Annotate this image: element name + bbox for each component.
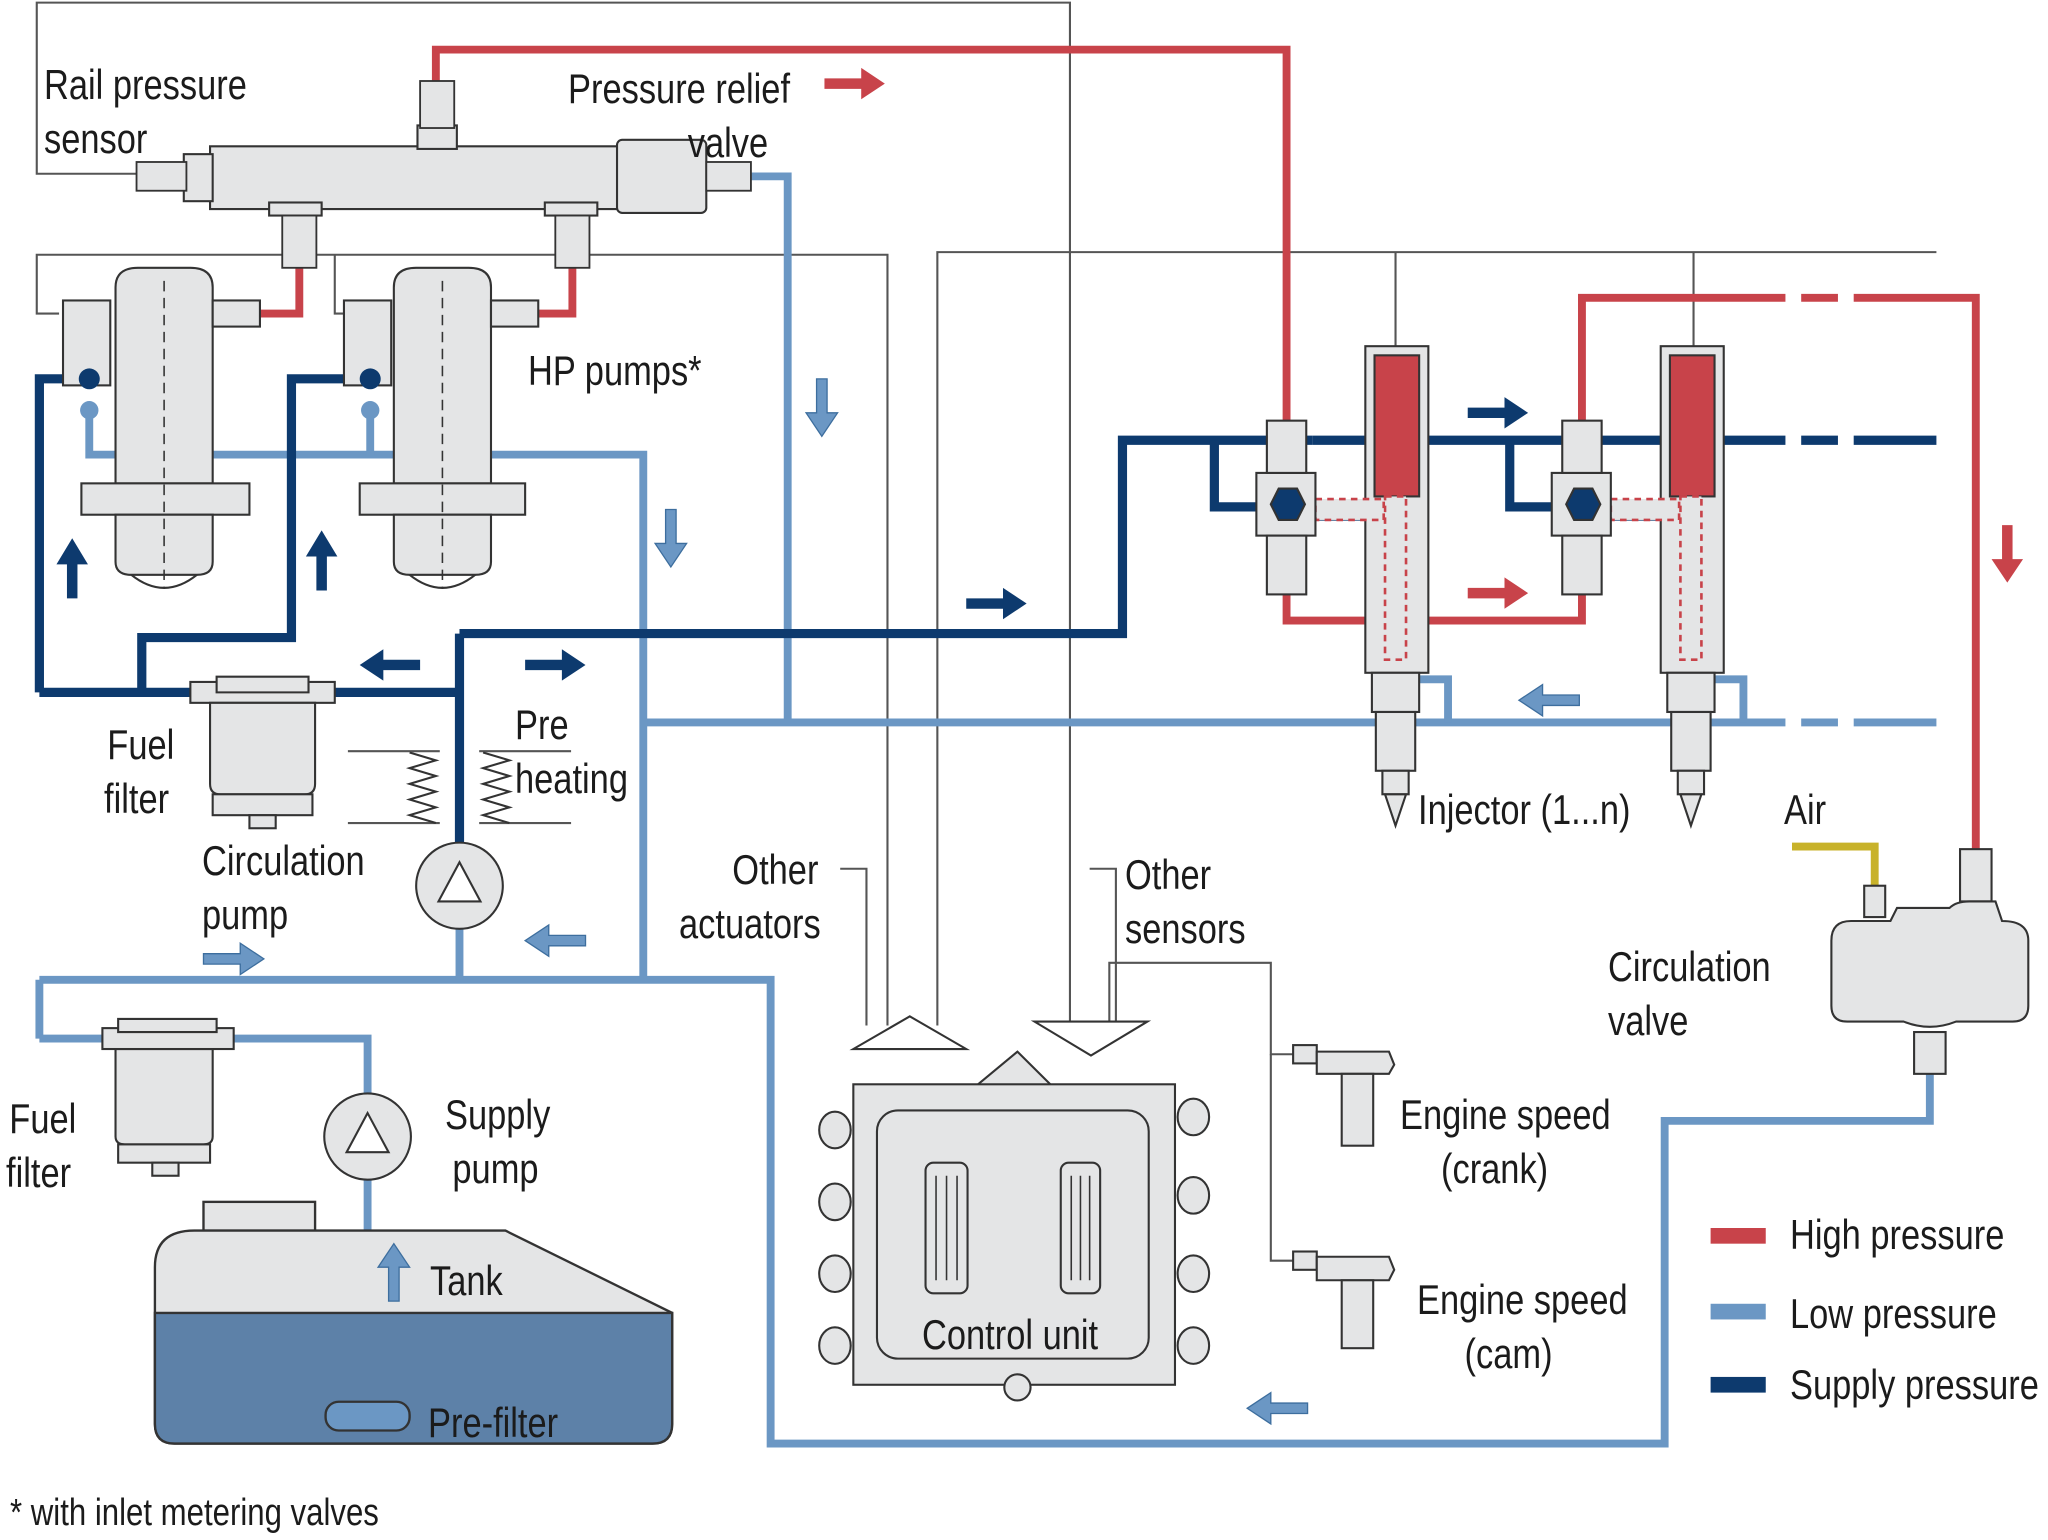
label-pressure-relief-valve: Pressure relief valve: [568, 65, 791, 166]
label-circulation-pump: Circulation pump: [202, 837, 365, 938]
label-air: Air: [1784, 786, 1827, 833]
label-circulation-valve: Circulation valve: [1608, 943, 1771, 1044]
legend-label-high: High pressure: [1790, 1211, 2005, 1258]
label-pre-filter: Pre-filter: [428, 1399, 559, 1446]
legend-swatch-supply: [1710, 1376, 1766, 1393]
engine-speed-sensors: [1292, 1044, 1396, 1350]
label-control-unit: Control unit: [922, 1311, 1099, 1358]
legend-swatch-high: [1710, 1228, 1766, 1244]
circulation-pump: [415, 841, 504, 930]
flow-arrows-supply: [56, 397, 1529, 681]
common-rail: [182, 124, 708, 217]
label-other-actuators: Other actuators: [679, 846, 821, 947]
label-hp-pumps: HP pumps*: [528, 347, 702, 394]
signal-lines: [35, 1, 1937, 1262]
supply-pump: [323, 1092, 412, 1181]
label-engine-speed-crank: Engine speed (crank): [1400, 1091, 1611, 1192]
legend: [1710, 1228, 1766, 1393]
hp-pump-2: [342, 266, 540, 589]
label-engine-speed-cam: Engine speed (cam): [1417, 1276, 1628, 1377]
footnote: * with inlet metering valves: [10, 1492, 379, 1534]
label-other-sensors: Other sensors: [1125, 851, 1246, 952]
hp-pump-1: [61, 266, 261, 589]
high-pressure-lines: [259, 45, 1980, 850]
label-supply-pump: Supply pump: [445, 1091, 551, 1192]
circulation-valve: [1830, 848, 2030, 1075]
injector-2: [1550, 345, 1725, 829]
legend-label-low: Low pressure: [1790, 1290, 1997, 1337]
label-tank: Tank: [430, 1257, 503, 1304]
fuel-filter-lower: [101, 1017, 235, 1177]
legend-swatch-low: [1710, 1303, 1766, 1320]
flow-arrows-low: [202, 378, 1580, 1426]
rail-fittings: [135, 80, 752, 269]
injector-1: [1255, 345, 1430, 829]
hp-pump-ports: [78, 368, 381, 420]
label-injector: Injector (1...n): [1418, 786, 1631, 833]
io-triangles: [849, 1015, 1152, 1057]
label-fuel-filter-lower: Fuel filter: [6, 1095, 77, 1196]
tank: [153, 1200, 674, 1445]
air-line: [1792, 842, 1879, 886]
label-pre-heating: Pre heating: [515, 701, 628, 802]
legend-label-supply: Supply pressure: [1790, 1361, 2039, 1408]
label-rail-pressure-sensor: Rail pressure sensor: [44, 61, 247, 162]
flow-arrows-high: [824, 67, 2024, 609]
preheater-coils: [405, 751, 514, 825]
fuel-filter-upper: [189, 675, 336, 830]
control-unit: [818, 1050, 1211, 1402]
label-fuel-filter-upper: Fuel filter: [104, 721, 175, 822]
